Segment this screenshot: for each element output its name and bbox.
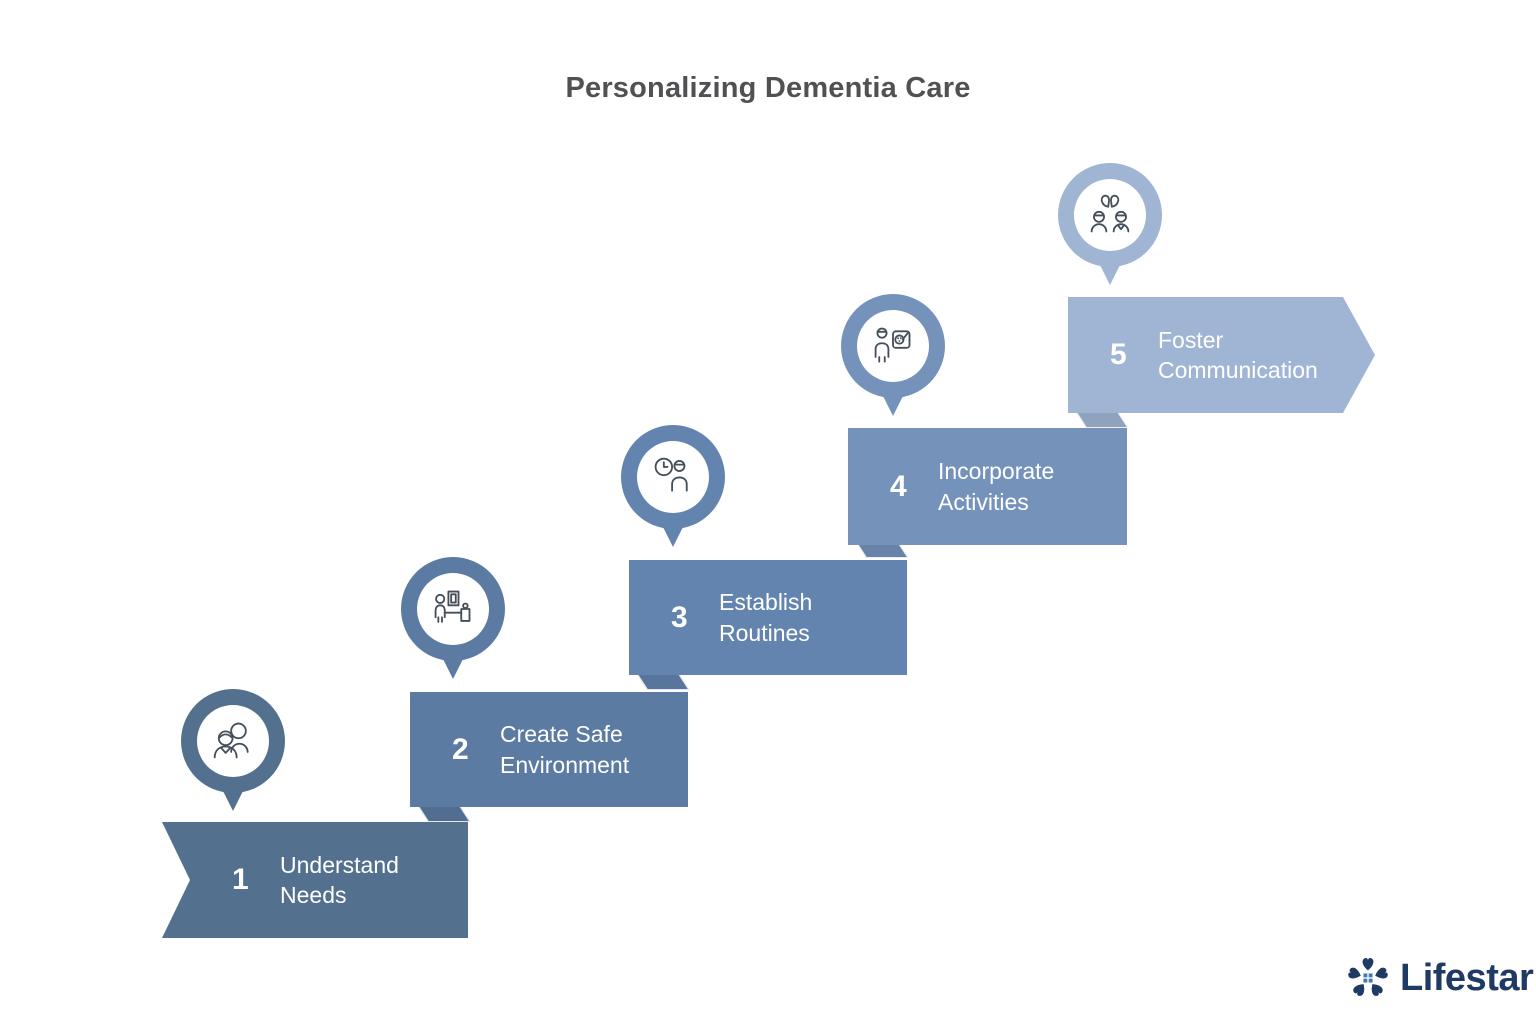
step-4-number: 4	[890, 469, 907, 503]
step-3-pin	[621, 425, 725, 553]
step-1-number: 1	[232, 863, 249, 896]
fold-connector-step5	[1076, 412, 1129, 428]
conversation-icon	[1090, 194, 1130, 233]
fold-connector-step3	[637, 674, 690, 690]
step-5-label: Foster Communication	[1158, 326, 1318, 383]
page-title: Personalizing Dementia Care	[565, 72, 971, 104]
step-4-pin	[841, 294, 945, 422]
step-5-pin	[1058, 163, 1162, 291]
step-4-box: 4 Incorporate Activities	[848, 428, 1127, 545]
brand-logo: Lifestar	[1342, 952, 1534, 1004]
step-5-number: 5	[1110, 338, 1127, 371]
step-5-box: 5 Foster Communication	[1068, 297, 1375, 413]
fold-connector-step2	[418, 806, 471, 822]
art-palette-icon	[874, 327, 911, 363]
step-1-pin	[181, 689, 285, 817]
safe-home-icon	[434, 590, 471, 623]
lifestar-flower-icon	[1348, 958, 1388, 996]
caregiver-patient-icon	[213, 722, 249, 759]
step-2-box: 2 Create Safe Environment	[410, 692, 688, 807]
step-3-label: Establish Routines	[719, 589, 813, 646]
step-1-label: Understand Needs	[280, 851, 399, 908]
step-3-box: 3 Establish Routines	[629, 560, 907, 675]
step-1-box: 1 Understand Needs	[162, 822, 468, 938]
step-2-pin	[401, 557, 505, 685]
step-2-number: 2	[452, 732, 469, 766]
step-3-number: 3	[671, 600, 688, 634]
brand-logo-text: Lifestar	[1400, 956, 1534, 999]
step-2-label: Create Safe Environment	[500, 721, 630, 778]
clock-person-icon	[654, 457, 688, 492]
step-4-label: Incorporate Activities	[938, 458, 1055, 515]
